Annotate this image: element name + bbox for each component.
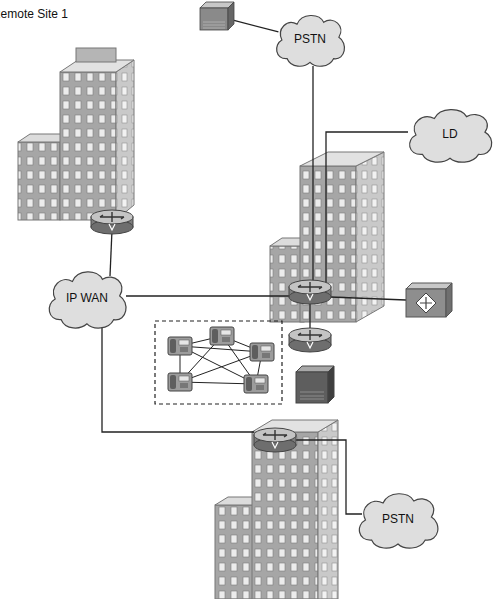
wire <box>296 440 362 514</box>
ip-phone <box>250 343 274 361</box>
router-top <box>289 328 331 342</box>
building-wing <box>18 142 60 220</box>
phone-handset <box>246 377 252 391</box>
router-arrows <box>298 330 322 340</box>
network-cloud: PSTN <box>272 12 348 68</box>
gateway-side <box>328 366 334 403</box>
site-label: Remote Site 1 <box>0 8 68 22</box>
cloud-label: PSTN <box>382 513 414 527</box>
phone-body <box>250 343 274 361</box>
cloud-shape <box>359 494 438 548</box>
router-top <box>289 280 331 294</box>
voice-router <box>289 328 331 352</box>
wire <box>312 66 313 285</box>
voice-router <box>289 280 331 304</box>
phone-keys <box>256 385 264 390</box>
device-side <box>228 2 234 30</box>
phone-handset <box>170 339 176 353</box>
cloud-shape <box>49 272 126 328</box>
building-wing <box>215 505 255 599</box>
device-vents <box>203 22 225 28</box>
cloud-label: PSTN <box>294 33 326 47</box>
router-arrows <box>263 430 287 440</box>
network-cloud: IP WAN <box>44 268 130 330</box>
device-front <box>200 8 228 30</box>
router-mark <box>307 294 313 300</box>
device-symbol-arrows <box>420 297 432 309</box>
device-top <box>406 283 452 289</box>
router-arrows <box>100 212 124 222</box>
router-mark <box>272 442 278 448</box>
device-symbol <box>416 293 436 313</box>
phone-screen <box>179 340 189 345</box>
voice-device <box>406 283 452 317</box>
wires <box>102 66 408 514</box>
cloud-label: LD <box>442 128 457 142</box>
building-tower <box>60 72 116 220</box>
router-top <box>91 210 133 224</box>
building-tower <box>252 432 318 599</box>
gateway-box <box>296 366 334 403</box>
wire <box>102 326 254 432</box>
remote-site-device: Remote Site 1 <box>200 2 234 30</box>
wire <box>126 295 290 296</box>
building-side <box>318 420 338 599</box>
router-mark <box>109 224 115 230</box>
phone-handset <box>170 375 176 389</box>
phone-screen <box>255 378 265 383</box>
phone-group-box <box>155 321 282 404</box>
wire <box>326 132 408 286</box>
connector-line <box>234 20 278 31</box>
phone-body <box>210 327 234 345</box>
office-building <box>215 420 338 599</box>
phone-keys <box>262 353 270 358</box>
phone-body <box>168 337 192 355</box>
phone-handset <box>212 329 218 343</box>
network-cloud: PSTN <box>354 490 442 550</box>
wire <box>110 230 112 276</box>
wire <box>330 297 406 300</box>
router-mark <box>307 342 313 348</box>
phone-screen <box>261 346 271 351</box>
building-top <box>76 48 116 62</box>
phone-screen <box>221 330 231 335</box>
ip-phone <box>168 373 192 391</box>
ip-phone <box>244 375 268 393</box>
phone-handset <box>252 345 258 359</box>
device-side <box>446 283 452 317</box>
voice-router <box>254 428 296 452</box>
phone-keys <box>180 383 188 388</box>
cloud-label: IP WAN <box>66 292 108 306</box>
gateway-device <box>200 2 234 30</box>
cloud-shape <box>410 110 492 163</box>
phone-body <box>244 375 268 393</box>
router-top <box>254 428 296 442</box>
ip-phone <box>168 337 192 355</box>
router-arrows <box>298 282 322 292</box>
ip-phone <box>210 327 234 345</box>
building-side <box>356 152 384 322</box>
device-front <box>406 289 446 317</box>
gateway-vents <box>300 392 324 399</box>
network-cloud: LD <box>404 106 496 164</box>
voice-router <box>91 210 133 234</box>
phone-screen <box>179 376 189 381</box>
cloud-shape <box>277 15 345 66</box>
phone-keys <box>222 337 230 342</box>
building-side <box>116 60 134 220</box>
phone-keys <box>180 347 188 352</box>
office-building <box>18 48 134 220</box>
phone-body <box>168 373 192 391</box>
gateway-front <box>296 372 328 403</box>
